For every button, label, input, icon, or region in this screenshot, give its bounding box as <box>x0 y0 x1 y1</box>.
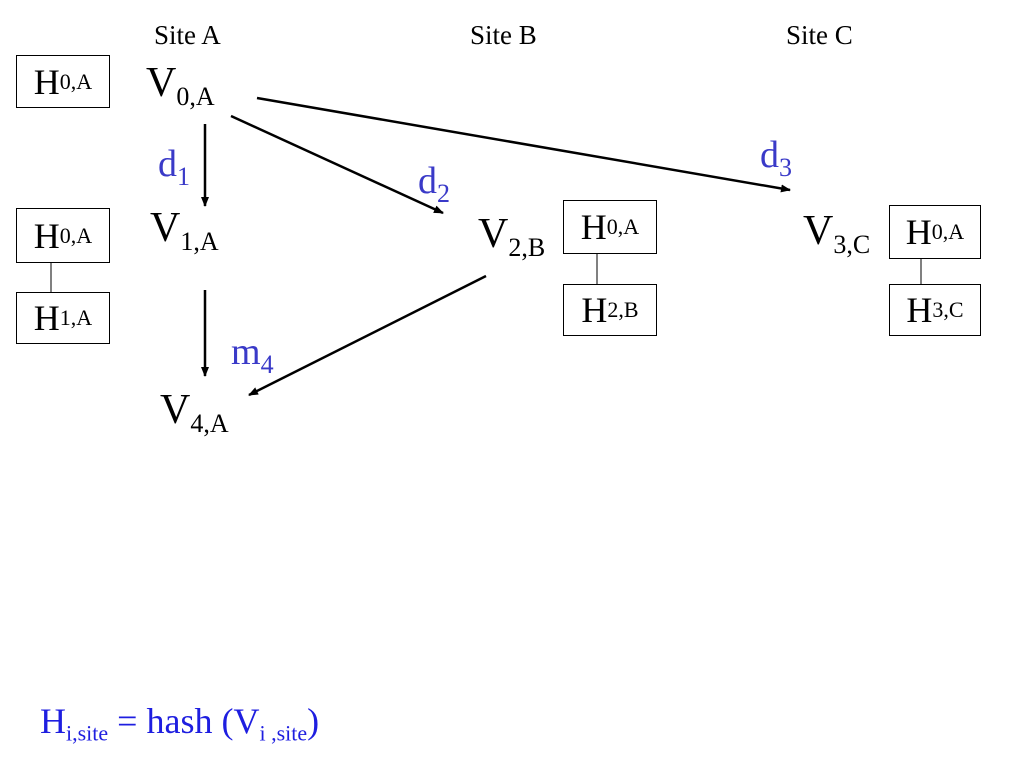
node-v4a: V4,A <box>160 389 229 437</box>
node-v0a: V0,A <box>146 62 215 110</box>
node-v1a-sub: 1,A <box>180 227 219 257</box>
node-v1a: V1,A <box>150 207 219 255</box>
formula-close: ) <box>307 701 320 741</box>
node-v4a-sub: 4,A <box>190 409 229 439</box>
edge-label-m4: m4 <box>231 333 274 378</box>
edge-label-d1-base: d <box>158 143 177 185</box>
site-b-label: Site B <box>470 20 537 50</box>
edge-v0a-v3c <box>256 96 791 193</box>
hash-h0a-c-sub: 0,A <box>931 219 965 244</box>
hash-h3c-sub: 3,C <box>932 297 964 322</box>
edge-label-m4-sub: 4 <box>260 350 274 380</box>
hash-h0a-left-base: H <box>33 215 60 256</box>
hash-h3c-base: H <box>906 290 933 330</box>
node-v0a-sub: 0,A <box>176 82 215 112</box>
edge-v2b-v4a <box>248 274 487 397</box>
hash-h0a-left-sub: 0,A <box>59 222 93 248</box>
edge-label-m4-base: m <box>231 331 261 373</box>
edge-label-d3: d3 <box>760 136 792 181</box>
node-v4a-base: V <box>160 387 191 433</box>
hash-h0a-top-sub: 0,A <box>59 68 93 94</box>
edge-label-d3-base: d <box>760 134 779 176</box>
edge-label-d2: d2 <box>418 162 450 207</box>
formula-v-sub: i ,site <box>259 720 308 746</box>
site-c-label: Site C <box>786 20 853 50</box>
edge-label-d3-sub: 3 <box>779 153 792 183</box>
edge-label-d2-base: d <box>418 160 437 202</box>
hash-formula: Hi,site = hash (Vi ,site) <box>40 703 319 745</box>
node-v3c-sub: 3,C <box>833 230 871 260</box>
edge-label-d1-sub: 1 <box>177 162 190 192</box>
node-v0a-base: V <box>146 60 177 106</box>
node-v2b: V2,B <box>478 213 545 261</box>
node-v2b-base: V <box>478 211 509 257</box>
formula-h-sub: i,site <box>66 720 109 746</box>
formula-middle: = hash (V <box>108 701 260 741</box>
site-a-label: Site A <box>154 20 221 50</box>
hash-h2b-sub: 2,B <box>607 297 639 322</box>
hash-h1a-left-sub: 1,A <box>59 305 93 330</box>
hash-h0a-top-base: H <box>33 61 60 102</box>
node-v3c-base: V <box>803 208 834 254</box>
node-v2b-sub: 2,B <box>508 233 546 263</box>
hash-h0a-b-base: H <box>580 207 607 247</box>
hash-h0a-b-sub: 0,A <box>606 214 640 239</box>
formula-h: H <box>40 701 66 741</box>
hash-h2b-base: H <box>581 290 608 330</box>
edge-v0a-v2b <box>230 114 444 215</box>
hash-h0a-c-base: H <box>905 212 932 252</box>
edge-label-d2-sub: 2 <box>437 179 450 209</box>
edge-label-d1: d1 <box>158 145 190 190</box>
node-v1a-base: V <box>150 205 181 251</box>
hash-h1a-left-base: H <box>33 298 60 338</box>
node-v3c: V3,C <box>803 210 870 258</box>
